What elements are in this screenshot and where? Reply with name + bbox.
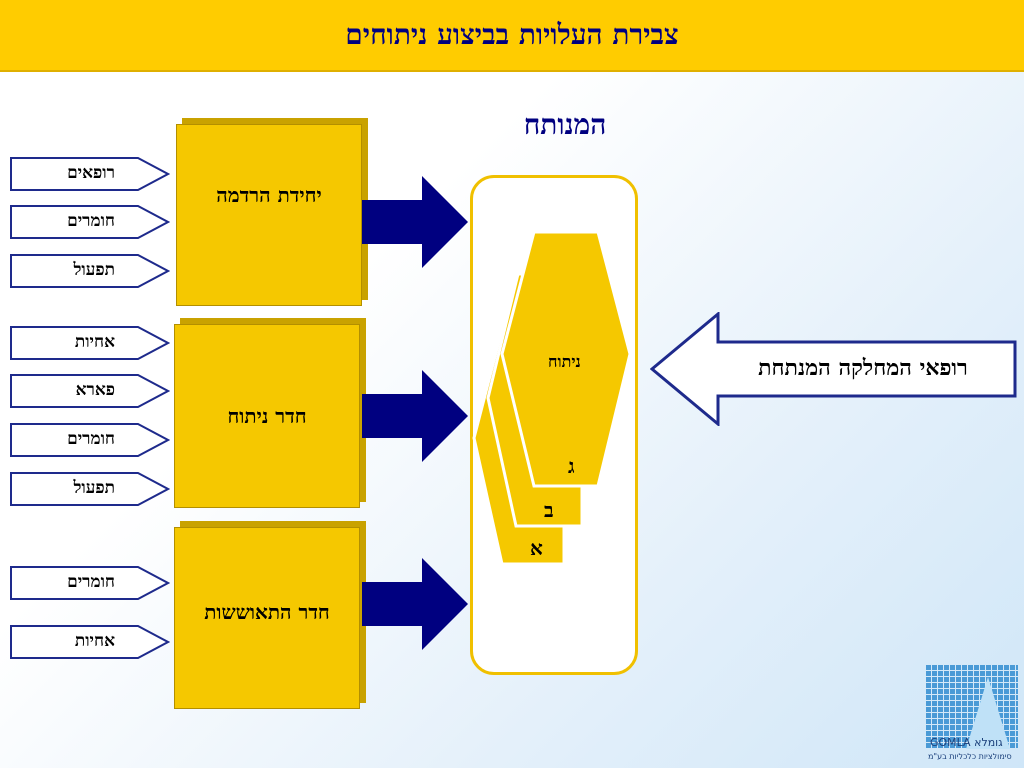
stage-c-shape	[500, 230, 632, 488]
input-tag-label: אחיות	[74, 631, 115, 651]
input-tag: חומרים	[10, 423, 170, 457]
unit-recovery-room-box: חדר התאוששות	[174, 527, 360, 709]
flow-arrow-recovery-room	[362, 558, 468, 650]
flow-arrow-operating-room	[362, 370, 468, 462]
flow-arrow-anesthesia	[362, 176, 468, 268]
logo-subtitle: סימולציות כלכליות בע"מ	[928, 752, 1012, 761]
stage-a-label: א	[530, 536, 543, 560]
input-tag-label: חומרים	[67, 429, 115, 449]
input-tag-label: אחיות	[74, 332, 115, 352]
input-tag: אחיות	[10, 625, 170, 659]
input-tag-label: תפעול	[73, 478, 115, 498]
title-bar: צבירת העלויות בביצוע ניתוחים	[0, 0, 1024, 72]
input-tag-label: חומרים	[67, 211, 115, 231]
unit-operating-room-box: חדר ניתוח	[174, 324, 360, 508]
input-tag: אחיות	[10, 326, 170, 360]
patient-heading: המנותח	[523, 108, 607, 141]
input-tag: פארא	[10, 374, 170, 408]
unit-operating-room-label: חדר ניתוח	[227, 403, 307, 428]
input-tag-label: חומרים	[67, 572, 115, 592]
input-tag: חומרים	[10, 205, 170, 239]
unit-anesthesia-label: יחידת הרדמה	[216, 182, 322, 207]
logo-name-en: GOMLA	[930, 736, 971, 749]
input-tag-label: פארא	[75, 380, 115, 400]
input-tag-label: רופאים	[67, 163, 115, 183]
input-tag-label: תפעול	[73, 260, 115, 280]
input-tag: תפעול	[10, 472, 170, 506]
logo-name-he: גומלא	[974, 736, 1003, 749]
logo-name: גומלא GOMLA	[930, 736, 1003, 749]
stage-b-label: ב	[544, 498, 554, 522]
surgery-label: ניתוח	[548, 352, 581, 371]
surgery-stages-graphic	[472, 230, 632, 566]
department-doctors-label: רופאי המחלקה המנתחת	[758, 355, 968, 381]
input-tag: חומרים	[10, 566, 170, 600]
slide-title: צבירת העלויות בביצוע ניתוחים	[345, 18, 679, 51]
input-tag: תפעול	[10, 254, 170, 288]
department-doctors-arrow	[650, 312, 1017, 426]
unit-anesthesia-box: יחידת הרדמה	[176, 124, 362, 306]
input-tag: רופאים	[10, 157, 170, 191]
gomla-logo-icon	[926, 665, 1018, 749]
unit-recovery-room-label: חדר התאוששות	[204, 599, 330, 624]
stage-c-label: ג	[568, 454, 575, 478]
